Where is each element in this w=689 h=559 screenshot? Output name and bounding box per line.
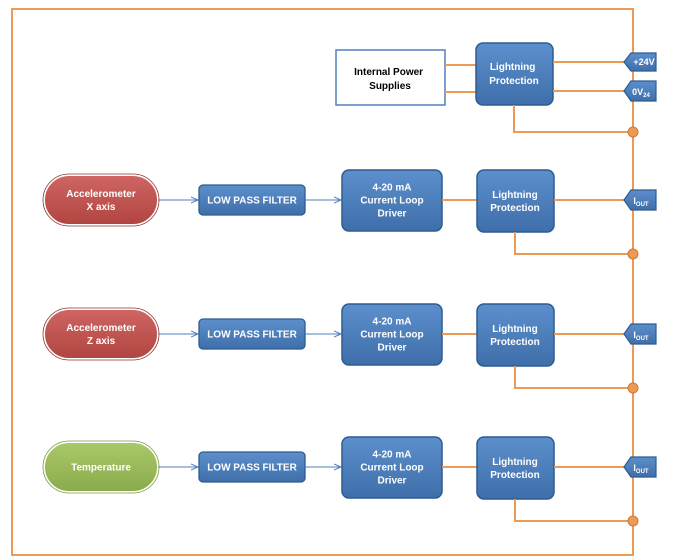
lightning-protection-2-line-1: Lightning [492,324,538,335]
terminal-iout-label-1: IOUT [633,196,649,208]
terminal-iout-main-3: I [633,463,636,473]
internal-power-supplies-box [335,49,446,106]
internal-power-line-1: Internal Power [354,67,423,78]
low-pass-filter-label-2: LOW PASS FILTER [207,330,297,341]
current-loop-driver-3-line-2: Current Loop [360,463,423,474]
current-loop-driver-2-line-3: Driver [378,343,407,354]
ground-return-1 [514,232,633,255]
terminal-iout-main-2: I [633,330,636,340]
ground-node-3 [627,515,639,527]
terminal-zero24-label: 0V24 [632,87,650,99]
power-lightning-line-1: Lightning [490,62,536,73]
power-ground-return [513,105,633,133]
terminal-plus24-label: +24V [633,57,654,67]
sensor-2-line-2: Z axis [87,336,116,347]
current-loop-driver-2-line-1: 4-20 mA [373,317,412,328]
svg-text:Lightning Protection: Lightning Protection [489,62,538,87]
power-lightning-line-2: Protection [489,76,538,87]
lightning-protection-2 [476,303,555,367]
current-loop-driver-1-line-2: Current Loop [360,196,423,207]
lightning-protection-3 [476,436,555,500]
terminal-iout-1 [623,189,657,211]
internal-power-line-2: Supplies [369,81,411,92]
current-loop-driver-1-line-1: 4-20 mA [373,183,412,194]
sensor-1-line-1: Accelerometer [66,189,136,200]
sensor-2 [43,308,159,360]
current-loop-driver-3-line-1: 4-20 mA [373,450,412,461]
terminal-iout-sub-3: OUT [636,469,649,475]
lightning-protection-1 [476,169,555,233]
current-loop-driver-2-line-2: Current Loop [360,330,423,341]
ground-node-1 [627,248,639,260]
internal-power-supplies-label: Internal Power Supplies [354,67,426,92]
lightning-protection-2-line-2: Protection [490,337,539,348]
current-loop-driver-3-line-3: Driver [378,476,407,487]
sensor-1-label: Accelerometer X axis [66,189,136,213]
ground-node-2 [627,382,639,394]
terminal-iout-label-2: IOUT [633,330,649,342]
terminal-iout-2 [623,323,657,345]
sensor-3-line-1: Temperature [71,463,131,474]
sensor-3-label: Temperature [71,463,131,474]
channel-row-2: Accelerometer Z axis LOW PASS FILTER 4-20 m… [42,303,657,394]
sensor-2-line-1: Accelerometer [66,323,136,334]
terminal-iout-3 [623,456,657,478]
terminal-iout-label-3: IOUT [633,463,649,475]
power-section: Internal Power Supplies Lightning Protec… [335,42,657,138]
sensor-1 [43,174,159,226]
sensor-2-label: Accelerometer Z axis [66,323,136,347]
lightning-protection-3-line-2: Protection [490,470,539,481]
power-ground-node [627,126,639,138]
lightning-protection-3-line-1: Lightning [492,457,538,468]
lightning-protection-1-line-1: Lightning [492,190,538,201]
low-pass-filter-label-3: LOW PASS FILTER [207,463,297,474]
channel-row-3: Temperature LOW PASS FILTER 4-20 mA Current… [42,436,657,527]
power-lightning-protection-box [475,42,554,106]
ground-return-2 [514,366,633,389]
terminal-iout-main-1: I [633,196,636,206]
terminal-iout-sub-1: OUT [636,202,649,208]
sensor-1-line-2: X axis [87,202,116,213]
ground-return-3 [514,499,633,522]
low-pass-filter-label-1: LOW PASS FILTER [207,196,297,207]
terminal-zero24 [623,80,657,102]
lightning-protection-1-line-2: Protection [490,203,539,214]
terminal-plus24 [623,52,657,72]
current-loop-driver-1-line-3: Driver [378,209,407,220]
channel-row-1: Accelerometer X axis LOW PASS FILTER 4-20 m… [42,169,657,260]
terminal-iout-sub-2: OUT [636,336,649,342]
